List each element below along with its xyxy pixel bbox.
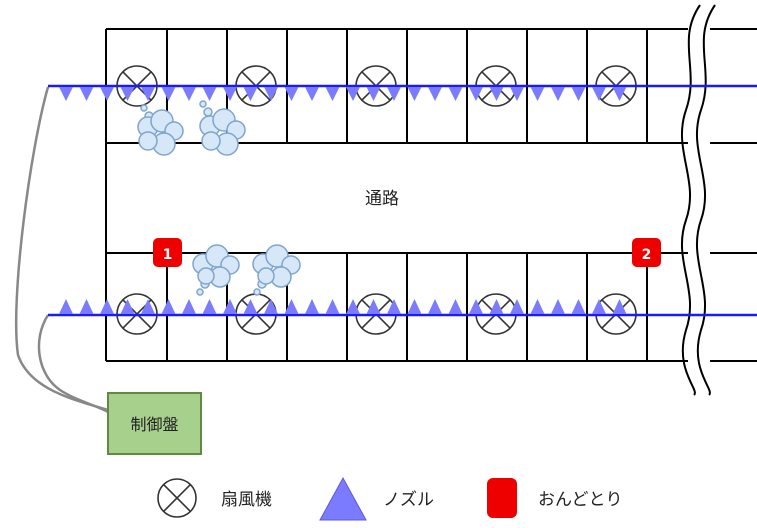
nozzle-icon: [571, 299, 586, 314]
mist-cloud: [192, 244, 240, 296]
legend-sensor-icon: [487, 478, 517, 518]
control-wiring: [14, 86, 109, 414]
nozzle-icon: [469, 299, 483, 314]
nozzle-icon: [489, 87, 504, 101]
nozzle-icon: [100, 87, 114, 101]
nozzle-icon: [346, 299, 360, 314]
legend-sensor-label: おんどとり: [538, 490, 623, 510]
nozzle-icon: [120, 299, 135, 314]
sensor-2-label: 2: [642, 247, 652, 263]
nozzle-icon: [407, 299, 422, 314]
nozzle-icon: [305, 299, 319, 314]
nozzle-icon: [346, 87, 360, 101]
nozzle-icon: [284, 87, 299, 101]
nozzle-icon: [59, 87, 73, 101]
nozzle-icon: [510, 87, 524, 101]
sensor-1-label: 1: [163, 247, 173, 263]
aisle-label: 通路: [365, 189, 399, 209]
legend-fan-icon: [157, 478, 197, 518]
nozzle-icon: [182, 299, 196, 314]
nozzle-icon: [387, 299, 401, 314]
nozzle-icon: [141, 299, 155, 314]
sensor-2: 2: [632, 238, 661, 267]
nozzle-icon: [161, 299, 176, 314]
nozzle-icon: [612, 299, 627, 314]
mist-cloud: [252, 244, 301, 296]
sensor-1: 1: [153, 238, 182, 267]
nozzle-icon: [243, 299, 258, 314]
nozzle-icon: [223, 299, 237, 314]
nozzle-icon: [79, 299, 94, 314]
nozzle-icon: [448, 299, 463, 314]
legend: 扇風機 ノズル おんどとり: [157, 476, 623, 521]
nozzles-layer: [59, 87, 627, 314]
legend-nozzle-icon: [319, 476, 367, 521]
wire-to-upper-pipe: [14, 86, 109, 412]
wire-to-lower-pipe: [37, 314, 109, 414]
mist-layer: [137, 100, 301, 296]
nozzle-icon: [264, 87, 278, 101]
nozzle-icon: [530, 87, 545, 101]
nozzle-icon: [366, 87, 381, 101]
nozzle-icon: [182, 87, 196, 101]
nozzle-icon: [428, 299, 442, 314]
nozzle-icon: [530, 299, 545, 314]
nozzle-icon: [161, 87, 176, 101]
nozzle-icon: [366, 299, 381, 314]
nozzle-icon: [551, 87, 565, 101]
nozzle-icon: [551, 299, 565, 314]
nozzle-icon: [510, 299, 524, 314]
control-panel-label: 制御盤: [130, 415, 178, 434]
nozzle-icon: [325, 87, 340, 101]
nozzle-icon: [612, 87, 627, 101]
nozzle-icon: [407, 87, 422, 101]
nozzle-icon: [202, 299, 217, 314]
mist-pipes: [48, 84, 757, 317]
nozzle-icon: [428, 87, 442, 101]
nozzle-icon: [489, 299, 504, 314]
nozzle-icon: [79, 87, 94, 101]
legend-fan-label: 扇風機: [221, 490, 272, 510]
nozzle-icon: [202, 87, 217, 101]
nozzle-icon: [592, 87, 606, 101]
nozzle-icon: [223, 87, 237, 101]
mist-cloud: [137, 104, 184, 156]
nozzle-icon: [120, 87, 135, 101]
nozzle-icon: [141, 87, 155, 101]
nozzle-icon: [284, 299, 299, 314]
nozzle-icon: [448, 87, 463, 101]
mist-cloud: [199, 100, 246, 156]
legend-nozzle-label: ノズル: [383, 490, 434, 510]
nozzle-icon: [243, 87, 258, 101]
nozzle-icon: [264, 299, 278, 314]
nozzle-icon: [325, 299, 340, 314]
control-panel: 制御盤: [107, 392, 202, 455]
nozzle-icon: [387, 87, 401, 101]
nozzle-icon: [100, 299, 114, 314]
break-mark: [681, 4, 716, 396]
nozzle-icon: [592, 299, 606, 314]
nozzle-icon: [59, 299, 73, 314]
nozzle-icon: [469, 87, 483, 101]
nozzle-icon: [305, 87, 319, 101]
nozzle-icon: [571, 87, 586, 101]
